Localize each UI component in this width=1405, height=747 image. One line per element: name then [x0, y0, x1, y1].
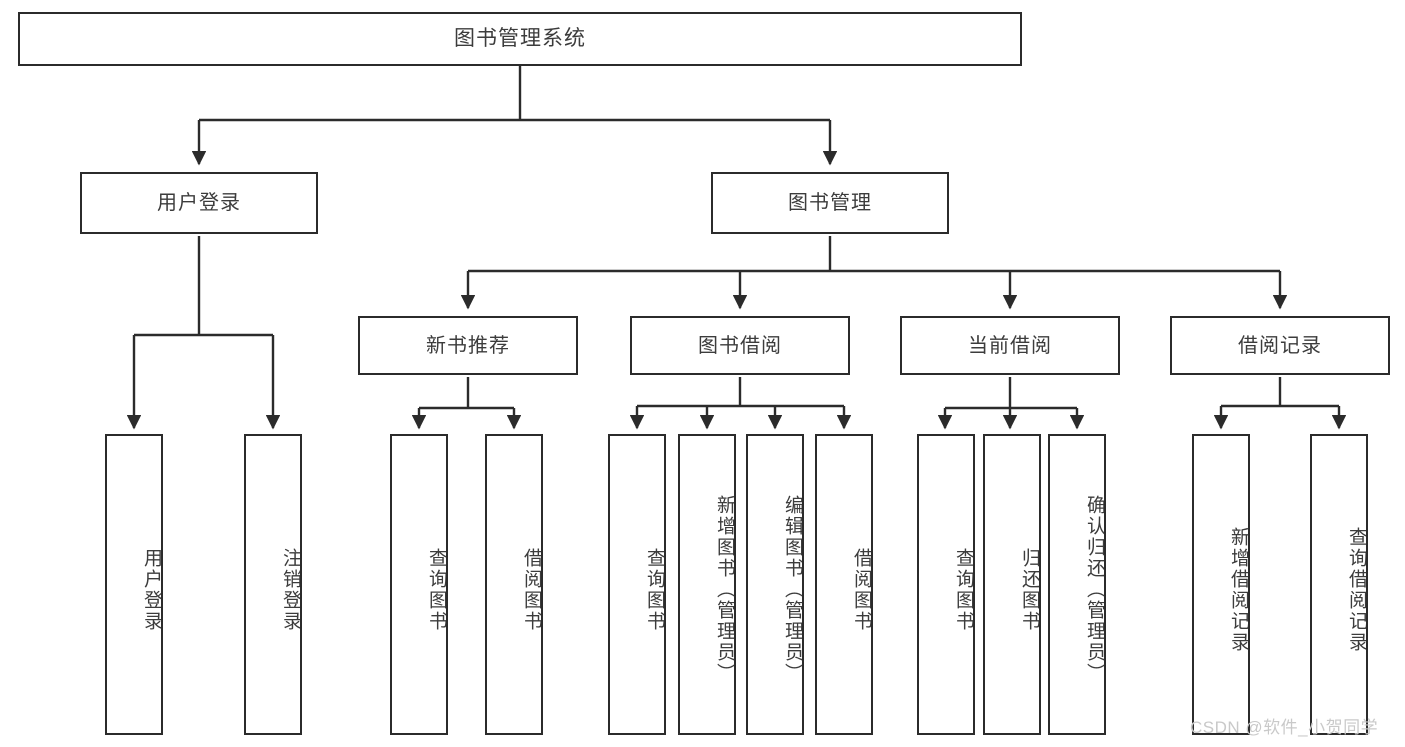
- leaf-borrow-book-recommend[interactable]: 借阅图书: [485, 434, 543, 735]
- leaf-query-book-borrow[interactable]: 查询图书: [608, 434, 666, 735]
- node-current-borrow[interactable]: 当前借阅: [900, 316, 1120, 375]
- leaf-edit-book-admin[interactable]: 编辑图书（管理员）: [746, 434, 804, 735]
- leaf-user-login[interactable]: 用户登录: [105, 434, 163, 735]
- leaf-confirm-return-admin[interactable]: 确认归还（管理员）: [1048, 434, 1106, 735]
- node-book-management[interactable]: 图书管理: [711, 172, 949, 234]
- leaf-query-borrow-record[interactable]: 查询借阅记录: [1310, 434, 1368, 735]
- csdn-watermark: CSDN @软件_小贺同学: [1190, 718, 1379, 737]
- node-book-borrow[interactable]: 图书借阅: [630, 316, 850, 375]
- leaf-query-book-recommend[interactable]: 查询图书: [390, 434, 448, 735]
- leaf-logout-login[interactable]: 注销登录: [244, 434, 302, 735]
- node-borrow-record[interactable]: 借阅记录: [1170, 316, 1390, 375]
- leaf-borrow-book-borrow[interactable]: 借阅图书: [815, 434, 873, 735]
- node-user-login[interactable]: 用户登录: [80, 172, 318, 234]
- leaf-query-book-current[interactable]: 查询图书: [917, 434, 975, 735]
- node-new-book-recommend[interactable]: 新书推荐: [358, 316, 578, 375]
- leaf-return-book[interactable]: 归还图书: [983, 434, 1041, 735]
- leaf-add-book-admin[interactable]: 新增图书（管理员）: [678, 434, 736, 735]
- leaf-add-borrow-record[interactable]: 新增借阅记录: [1192, 434, 1250, 735]
- node-root-book-management-system[interactable]: 图书管理系统: [18, 12, 1022, 66]
